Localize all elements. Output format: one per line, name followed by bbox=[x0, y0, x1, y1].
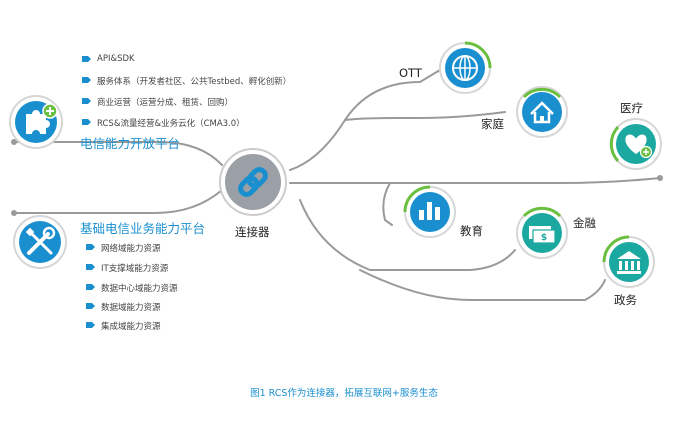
svg-text:$: $ bbox=[541, 233, 547, 243]
bottom-item: IT支撑域能力资源 bbox=[101, 264, 169, 274]
line-bottom-platform bbox=[13, 189, 223, 214]
top-item: API&SDK bbox=[97, 54, 135, 64]
bullet-icons bbox=[82, 56, 95, 328]
bottom-item: 数据中心域能力资源 bbox=[101, 284, 178, 294]
bottom-item: 数据域能力资源 bbox=[101, 303, 161, 313]
bottom-item: 网络域能力资源 bbox=[101, 244, 161, 254]
puzzle-plus-icon bbox=[9, 95, 63, 149]
heart-plus-icon bbox=[609, 118, 662, 170]
bottom-item: 集成域能力资源 bbox=[101, 322, 161, 332]
tag-bullet-icon bbox=[86, 264, 95, 270]
node-label-finance: 金融 bbox=[573, 216, 596, 230]
top-item: 服务体系（开发者社区、公共Testbed、孵化创新） bbox=[97, 77, 292, 87]
tag-bullet-icon bbox=[86, 284, 95, 290]
line-home bbox=[344, 111, 506, 121]
node-label-education: 教育 bbox=[460, 224, 483, 238]
tools-icon bbox=[13, 215, 67, 269]
globe-icon bbox=[439, 41, 492, 94]
top-platform-label: 电信能力开放平台 bbox=[80, 136, 181, 151]
node-label-home: 家庭 bbox=[481, 117, 504, 131]
line-education bbox=[382, 182, 393, 226]
line-top-platform bbox=[13, 141, 223, 166]
bottom-platform-label: 基础电信业务能力平台 bbox=[80, 221, 206, 236]
figure-caption: 图1 RCS作为连接器，拓展互联网+服务生态 bbox=[250, 388, 438, 399]
tag-bullet-icon bbox=[86, 244, 95, 250]
chain-link-icon bbox=[219, 148, 287, 216]
money-icon: $ bbox=[516, 206, 568, 259]
tag-bullet-icon bbox=[86, 322, 95, 328]
tag-bullet-icon bbox=[82, 119, 91, 125]
node-label-ott: OTT bbox=[399, 66, 422, 80]
tag-bullet-icon bbox=[82, 56, 91, 62]
line-ott bbox=[289, 69, 441, 171]
bar-chart-icon bbox=[403, 185, 456, 238]
top-item: RCS&流量经营&业务云化（CMA3.0） bbox=[97, 119, 245, 129]
tag-bullet-icon bbox=[82, 98, 91, 104]
connector-label: 连接器 bbox=[235, 225, 270, 239]
line-end-dot bbox=[11, 139, 17, 145]
node-label-government: 政务 bbox=[614, 293, 637, 307]
line-end-dot bbox=[11, 210, 17, 216]
node-label-medical: 医疗 bbox=[620, 101, 643, 115]
line-medical bbox=[289, 177, 661, 184]
top-item: 商业运营（运营分成、租赁、回购） bbox=[97, 98, 234, 108]
tag-bullet-icon bbox=[86, 303, 95, 309]
house-icon bbox=[516, 86, 568, 138]
line-end-dot bbox=[657, 175, 663, 181]
line-government bbox=[359, 269, 606, 301]
building-icon bbox=[602, 235, 655, 288]
line-finance bbox=[299, 199, 516, 271]
tag-bullet-icon bbox=[82, 77, 91, 83]
